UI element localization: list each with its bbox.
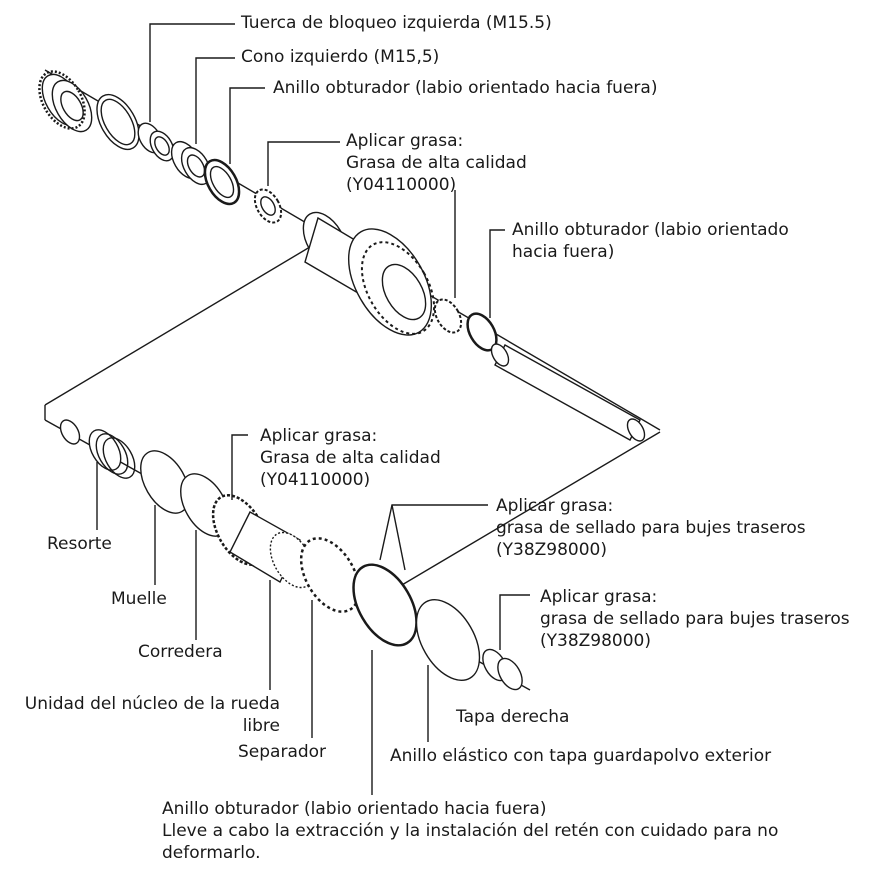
label-grease-top: Aplicar grasa: Grasa de alta calidad (Y0…: [346, 131, 527, 195]
label-grease-seal-1: Aplicar grasa: grasa de sellado para buj…: [496, 496, 806, 560]
label-grease-seal-2: Aplicar grasa: grasa de sellado para buj…: [540, 587, 850, 651]
label-seal-ring-axle: Anillo obturador (labio orientado hacia …: [512, 220, 789, 262]
locknut-cylinder-part: [137, 122, 175, 162]
seal-ring-lower-part: [352, 563, 418, 647]
label-muelle: Muelle: [111, 589, 167, 609]
label-right-cap: Tapa derecha: [456, 707, 570, 727]
small-ring-part: [59, 419, 81, 445]
label-slider: Corredera: [138, 642, 223, 662]
label-grease-mid: Aplicar grasa: Grasa de alta calidad (Y0…: [260, 426, 441, 490]
right-cap-part: [482, 648, 523, 691]
muelle-part: [140, 450, 190, 514]
label-spacer: Separador: [238, 742, 327, 762]
label-seal-ring-top: Anillo obturador (labio orientado hacia …: [273, 78, 658, 98]
label-seal-ring-bottom: Anillo obturador (labio orientado hacia …: [162, 799, 779, 863]
label-left-locknut: Tuerca de bloqueo izquierda (M15.5): [241, 13, 552, 33]
bearing-left-part: [253, 188, 283, 224]
axle-part: [490, 343, 646, 442]
label-spring: Resorte: [47, 534, 112, 554]
spring-part: [88, 429, 136, 479]
hub-shell-part: [302, 211, 436, 336]
axis-connector-right: [384, 431, 661, 596]
axis-connector-left: [44, 234, 331, 406]
freewheel-body-part: [211, 494, 315, 589]
snap-ring-part: [415, 599, 481, 681]
seal-ring-left-part: [203, 158, 241, 206]
label-left-cone: Cono izquierdo (M15,5): [241, 47, 440, 67]
bearing-right-part: [433, 298, 463, 334]
label-snap-ring: Anillo elástico con tapa guardapolvo ext…: [390, 746, 772, 766]
washer-part: [96, 93, 140, 151]
label-freewheel-body: Unidad del núcleo de la rueda libre: [24, 694, 280, 736]
spacer-part: [299, 537, 361, 613]
left-locknut-part: [38, 70, 93, 133]
